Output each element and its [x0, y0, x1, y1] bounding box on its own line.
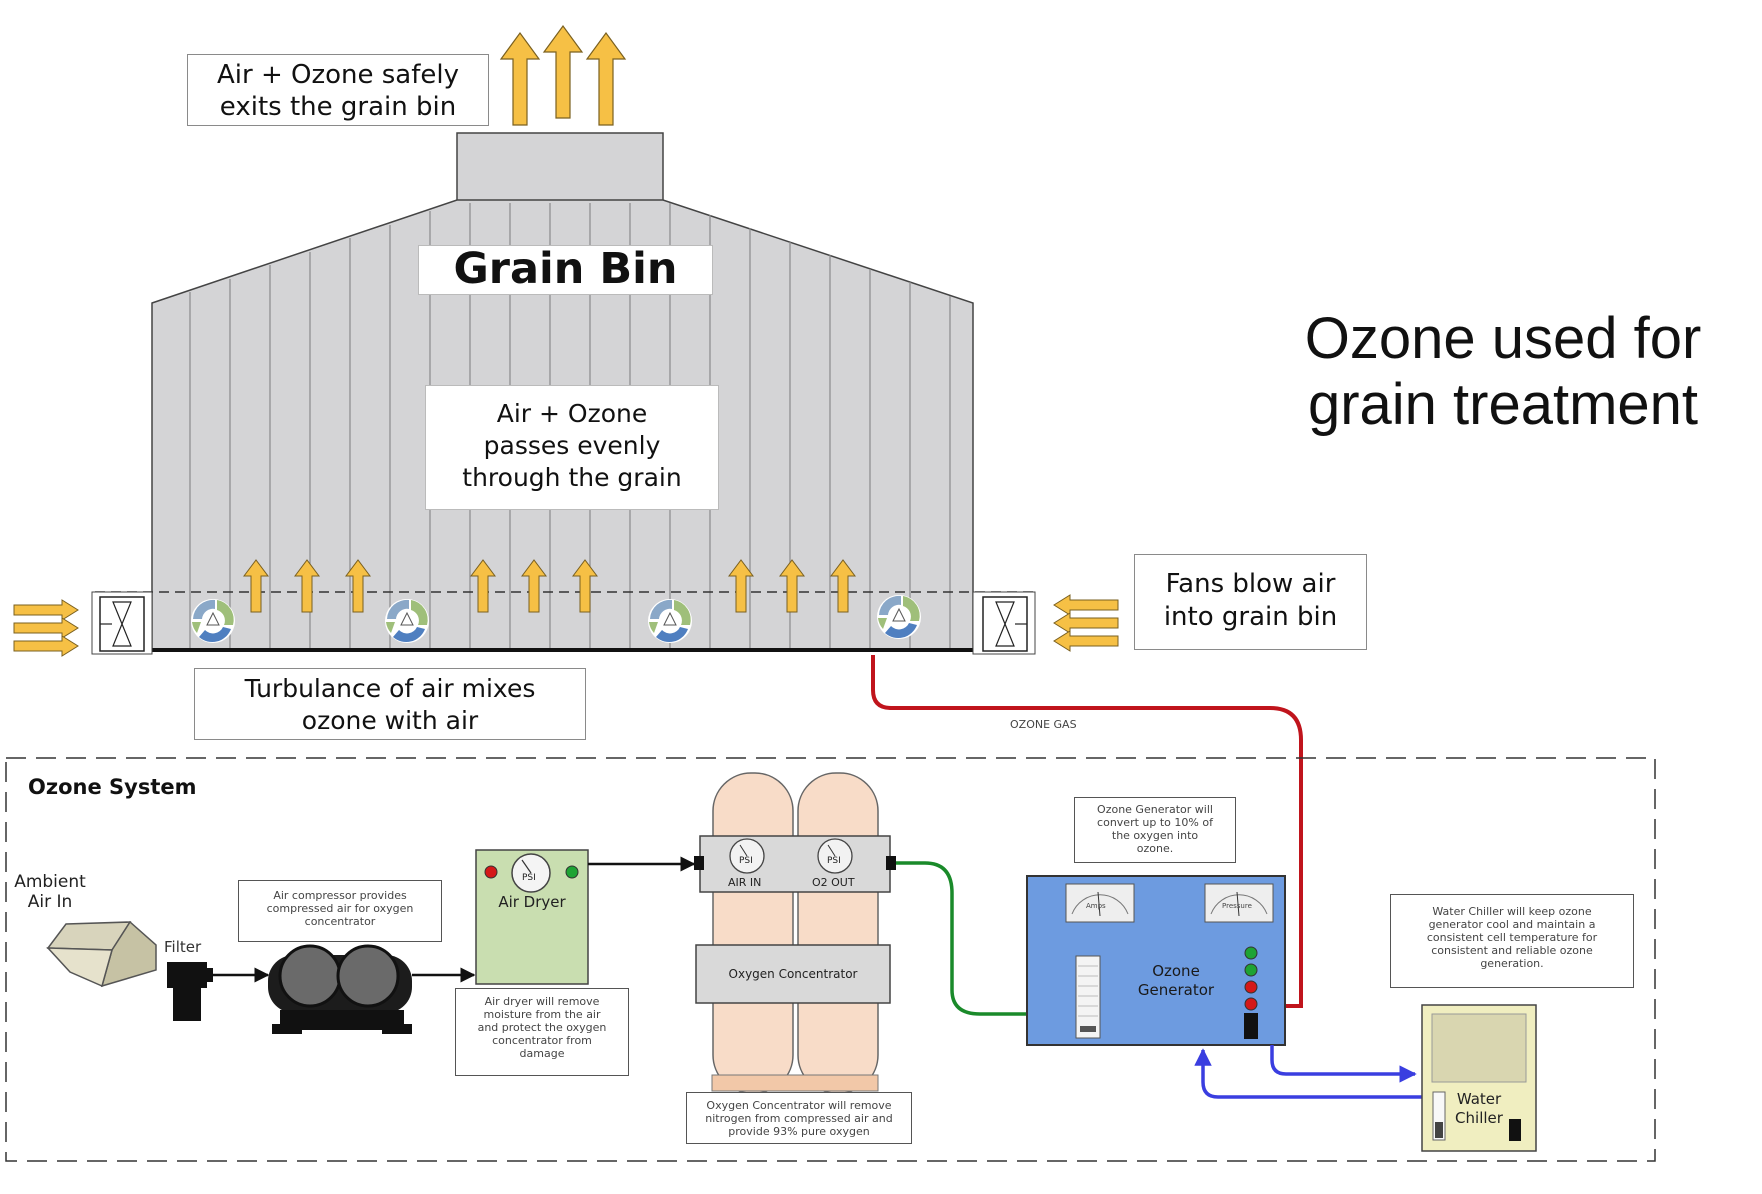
fan-icon [982, 596, 1028, 652]
ozone-system-title: Ozone System [28, 775, 197, 799]
passes-label-line-3: through the grain [462, 463, 682, 492]
compressor-note: Air compressor provides compressed air f… [238, 880, 442, 942]
air-dryer-note-line-3: and protect the oxygen [477, 1021, 607, 1034]
ambient-label: Ambient Air In [8, 872, 92, 912]
exhaust-arrow [586, 32, 626, 126]
ozone-gas-line [871, 655, 1303, 1008]
air-dryer-gauge-label: PSI [522, 873, 536, 883]
swirl-icon [384, 598, 430, 644]
page-title: Ozone used for grain treatment [1243, 306, 1762, 438]
compressor-note-line-2: compressed air for oxygen [266, 902, 414, 915]
ozone-generator [1026, 875, 1286, 1046]
passes-label: Air + Ozone passes evenly through the gr… [425, 385, 719, 510]
generator-label-line-2: Generator [1137, 981, 1215, 999]
generator-gauge-right-label: Pressure [1222, 902, 1252, 910]
chiller-note-line-3: consistent cell temperature for [1426, 931, 1598, 944]
turbulence-label: Turbulance of air mixes ozone with air [194, 668, 586, 740]
ozone-gas-label: OZONE GAS [1010, 718, 1077, 731]
compressor-note-line-1: Air compressor provides [273, 889, 407, 902]
ambient-line-2: Air In [27, 892, 73, 912]
oxygen-note-line-2: nitrogen from compressed air and [705, 1112, 893, 1125]
air-dryer-label: Air Dryer [498, 893, 566, 911]
chiller-note: Water Chiller will keep ozone generator … [1390, 894, 1634, 988]
air-in-label: AIR IN [728, 876, 762, 889]
left-inflow-arrows [13, 599, 79, 657]
right-inflow-arrows [1053, 594, 1119, 652]
ambient-line-1: Ambient [14, 872, 86, 892]
filter [167, 962, 213, 1021]
generator-note-line-3: the oxygen into [1111, 829, 1199, 842]
chiller-note-line-5: generation. [1480, 957, 1544, 970]
chiller-label-line-2: Chiller [1455, 1109, 1503, 1127]
chiller-note-line-2: generator cool and maintain a [1428, 918, 1596, 931]
o2-out-label: O2 OUT [812, 876, 855, 889]
water-chiller-label: Water Chiller [1446, 1090, 1512, 1128]
oxygen-note-line-3: provide 93% pure oxygen [728, 1125, 870, 1138]
fan-icon [99, 596, 145, 652]
generator-gauge-left-label: Amps [1086, 902, 1106, 910]
exhaust-arrow [543, 25, 583, 119]
grain-bin-title: Grain Bin [418, 245, 713, 295]
exhaust-arrow [500, 32, 540, 126]
air-dryer-note: Air dryer will remove moisture from the … [455, 988, 629, 1076]
generator-note-line-2: convert up to 10% of [1097, 816, 1213, 829]
swirl-icon [190, 598, 236, 644]
intake-hood [46, 920, 157, 988]
air-dryer-note-line-4: concentrator from [492, 1034, 592, 1047]
air-compressor [268, 944, 412, 1034]
swirl-icon [647, 598, 693, 644]
swirl-icon [876, 594, 922, 640]
turbulence-label-line-1: Turbulance of air mixes [244, 674, 536, 703]
turbulence-label-line-2: ozone with air [301, 706, 479, 735]
chiller-note-line-1: Water Chiller will keep ozone [1432, 905, 1592, 918]
oxygen-note-line-1: Oxygen Concentrator will remove [706, 1099, 892, 1112]
water-return-line [1194, 1048, 1422, 1099]
generator-label-line-1: Ozone [1152, 962, 1200, 980]
fans-label-line-1: Fans blow air [1165, 569, 1336, 599]
water-supply-line [1270, 1045, 1417, 1083]
fans-label: Fans blow air into grain bin [1134, 554, 1367, 650]
title-line-1: Ozone used for [1304, 306, 1702, 371]
air-dryer-note-line-1: Air dryer will remove [484, 995, 600, 1008]
generator-note-line-4: ozone. [1136, 842, 1174, 855]
ozone-generator-label: Ozone Generator [1120, 962, 1232, 1000]
oxygen-line [896, 861, 1028, 1016]
air-dryer-note-line-2: moisture from the air [483, 1008, 601, 1021]
title-line-2: grain treatment [1307, 372, 1699, 437]
oxygen-concentrator-label: Oxygen Concentrator [728, 967, 858, 981]
water-chiller [1421, 1004, 1537, 1152]
passes-label-line-1: Air + Ozone [496, 399, 648, 428]
passes-label-line-2: passes evenly [483, 431, 661, 460]
ozone-system-boundary [5, 757, 1656, 1162]
exit-label-line-2: exits the grain bin [219, 92, 457, 122]
exhaust-arrows [500, 25, 626, 126]
filter-label: Filter [164, 938, 202, 956]
compressor-note-line-3: concentrator [304, 915, 376, 928]
generator-note-line-1: Ozone Generator will [1097, 803, 1213, 816]
generator-note: Ozone Generator will convert up to 10% o… [1074, 797, 1236, 863]
exit-label-line-1: Air + Ozone safely [216, 60, 459, 90]
concentrator-gauge-label-right: PSI [827, 856, 841, 866]
oxygen-concentrator [694, 772, 896, 1094]
chiller-note-line-4: consistent and reliable ozone [1431, 944, 1593, 957]
bin-vent-cap [456, 132, 664, 204]
chiller-label-line-1: Water [1456, 1090, 1502, 1108]
air-dryer [475, 849, 589, 985]
air-dryer-note-line-5: damage [519, 1047, 565, 1060]
concentrator-gauge-label-left: PSI [739, 856, 753, 866]
oxygen-note: Oxygen Concentrator will remove nitrogen… [686, 1092, 912, 1144]
fans-label-line-2: into grain bin [1163, 602, 1338, 632]
exit-label: Air + Ozone safely exits the grain bin [187, 54, 489, 126]
